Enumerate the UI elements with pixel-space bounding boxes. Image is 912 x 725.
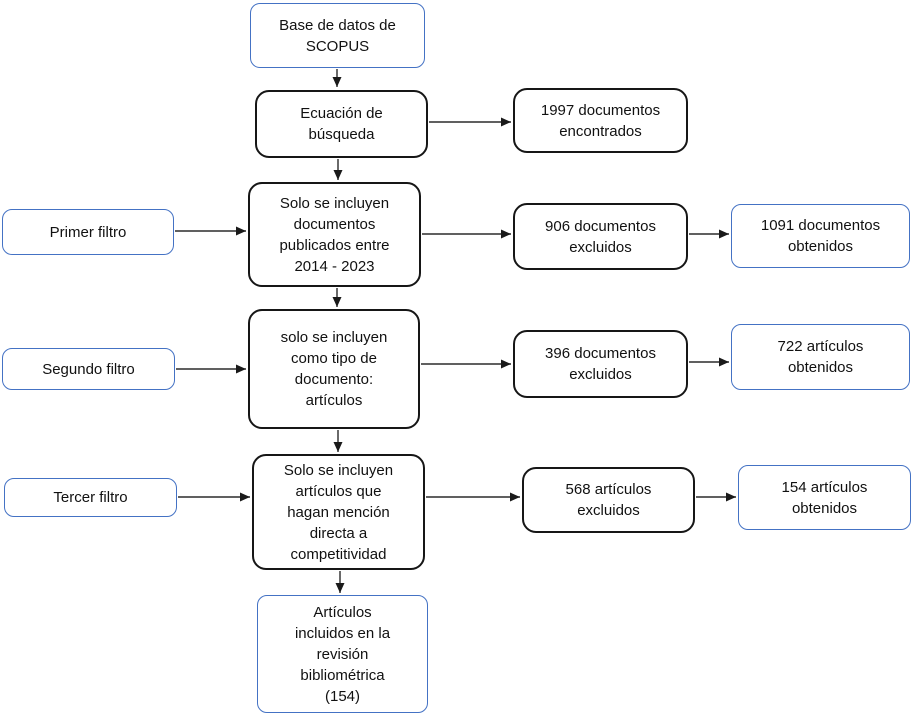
node-tercer-filtro: Tercer filtro xyxy=(4,478,177,517)
node-excluidos-396: 396 documentos excluidos xyxy=(513,330,688,398)
node-primer-filtro: Primer filtro xyxy=(2,209,174,255)
node-excluidos-568: 568 artículos excluidos xyxy=(522,467,695,533)
node-filtro3-criterio: Solo se incluyen artículos que hagan men… xyxy=(252,454,425,570)
node-filtro1-criterio: Solo se incluyen documentos publicados e… xyxy=(248,182,421,287)
node-excluidos-906: 906 documentos excluidos xyxy=(513,203,688,270)
node-obtenidos-154: 154 artículos obtenidos xyxy=(738,465,911,530)
node-obtenidos-722: 722 artículos obtenidos xyxy=(731,324,910,390)
node-obtenidos-1091: 1091 documentos obtenidos xyxy=(731,204,910,268)
node-ecuacion-busqueda: Ecuación de búsqueda xyxy=(255,90,428,158)
node-base-datos-scopus: Base de datos de SCOPUS xyxy=(250,3,425,68)
node-segundo-filtro: Segundo filtro xyxy=(2,348,175,390)
node-filtro2-criterio: solo se incluyen como tipo de documento:… xyxy=(248,309,420,429)
node-documentos-encontrados: 1997 documentos encontrados xyxy=(513,88,688,153)
node-articulos-incluidos-revision: Artículos incluidos en la revisión bibli… xyxy=(257,595,428,713)
